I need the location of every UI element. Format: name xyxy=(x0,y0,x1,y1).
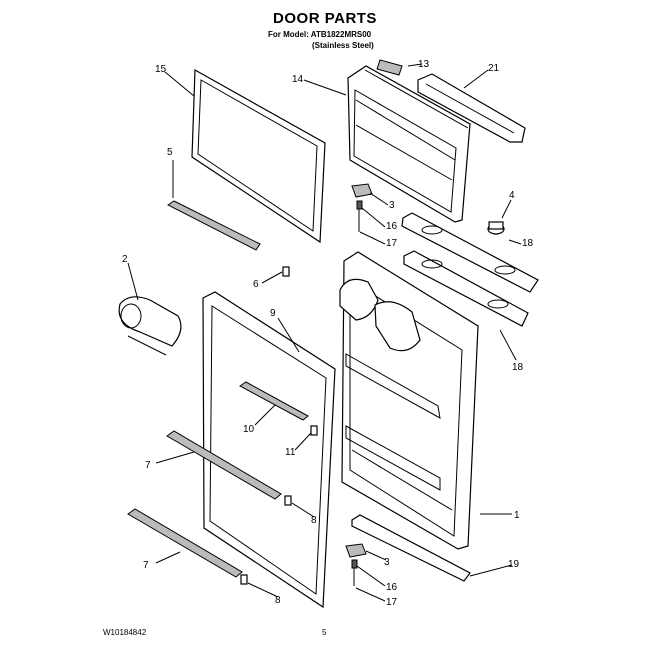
part-13-label xyxy=(376,59,403,76)
callout-6: 6 xyxy=(253,279,259,290)
callout-8-upper: 8 xyxy=(311,515,317,526)
callout-8-lower: 8 xyxy=(275,595,281,606)
callout-4: 4 xyxy=(509,190,515,201)
page-number: 5 xyxy=(322,628,327,637)
part-11-clip xyxy=(310,425,318,436)
part-19-bottom-trim xyxy=(351,514,471,582)
part-18-upper-trim xyxy=(401,212,539,293)
callout-7-lower: 7 xyxy=(143,560,149,571)
part-6-clip xyxy=(282,266,290,277)
callout-21: 21 xyxy=(488,63,500,74)
callout-3-upper: 3 xyxy=(389,200,395,211)
callout-15: 15 xyxy=(155,64,167,75)
callout-13: 13 xyxy=(418,59,430,70)
callout-labels: 15 14 13 21 5 3 16 17 4 18 2 6 9 18 10 1… xyxy=(122,59,534,608)
part-8-lower-clip xyxy=(240,574,248,585)
callout-16-upper: 16 xyxy=(386,221,398,232)
part-8-upper-clip xyxy=(284,495,292,506)
lower-hinge-hardware xyxy=(345,543,367,586)
callout-18-upper: 18 xyxy=(522,238,534,249)
callout-18-lower: 18 xyxy=(512,362,524,373)
part-10-bar xyxy=(239,381,309,421)
callout-3-lower: 3 xyxy=(384,557,390,568)
finish-line: (Stainless Steel) xyxy=(312,41,374,50)
callout-7-upper: 7 xyxy=(145,460,151,471)
leader-lines xyxy=(127,63,522,602)
callout-14: 14 xyxy=(292,74,304,85)
callout-2: 2 xyxy=(122,254,128,265)
part-7-lower-bar xyxy=(127,508,243,578)
callout-17-lower: 17 xyxy=(386,597,398,608)
part-2-dairy-compartment xyxy=(118,296,182,356)
callout-11: 11 xyxy=(285,447,296,458)
part-14-freezer-door xyxy=(347,65,471,223)
part-7-upper-bar xyxy=(166,430,282,500)
callout-10: 10 xyxy=(243,424,255,435)
callout-5: 5 xyxy=(167,147,173,158)
model-line: For Model: ATB1822MRS00 xyxy=(268,30,372,39)
part-18-lower-trim xyxy=(403,250,529,327)
part-4-plug xyxy=(487,221,505,235)
callout-16-lower: 16 xyxy=(386,582,398,593)
callout-9: 9 xyxy=(270,308,276,319)
part-9-fresh-food-gasket xyxy=(202,291,336,609)
document-number: W10184842 xyxy=(103,628,147,637)
callout-1: 1 xyxy=(514,510,520,521)
callout-19: 19 xyxy=(508,559,520,570)
part-1-fresh-food-door xyxy=(339,251,479,550)
upper-hinge-hardware xyxy=(351,183,373,232)
part-5-freezer-bar xyxy=(167,200,261,251)
part-15-freezer-gasket xyxy=(191,68,326,244)
callout-17-upper: 17 xyxy=(386,238,398,249)
page-title: DOOR PARTS xyxy=(273,10,377,27)
part-21-handle xyxy=(417,73,526,143)
